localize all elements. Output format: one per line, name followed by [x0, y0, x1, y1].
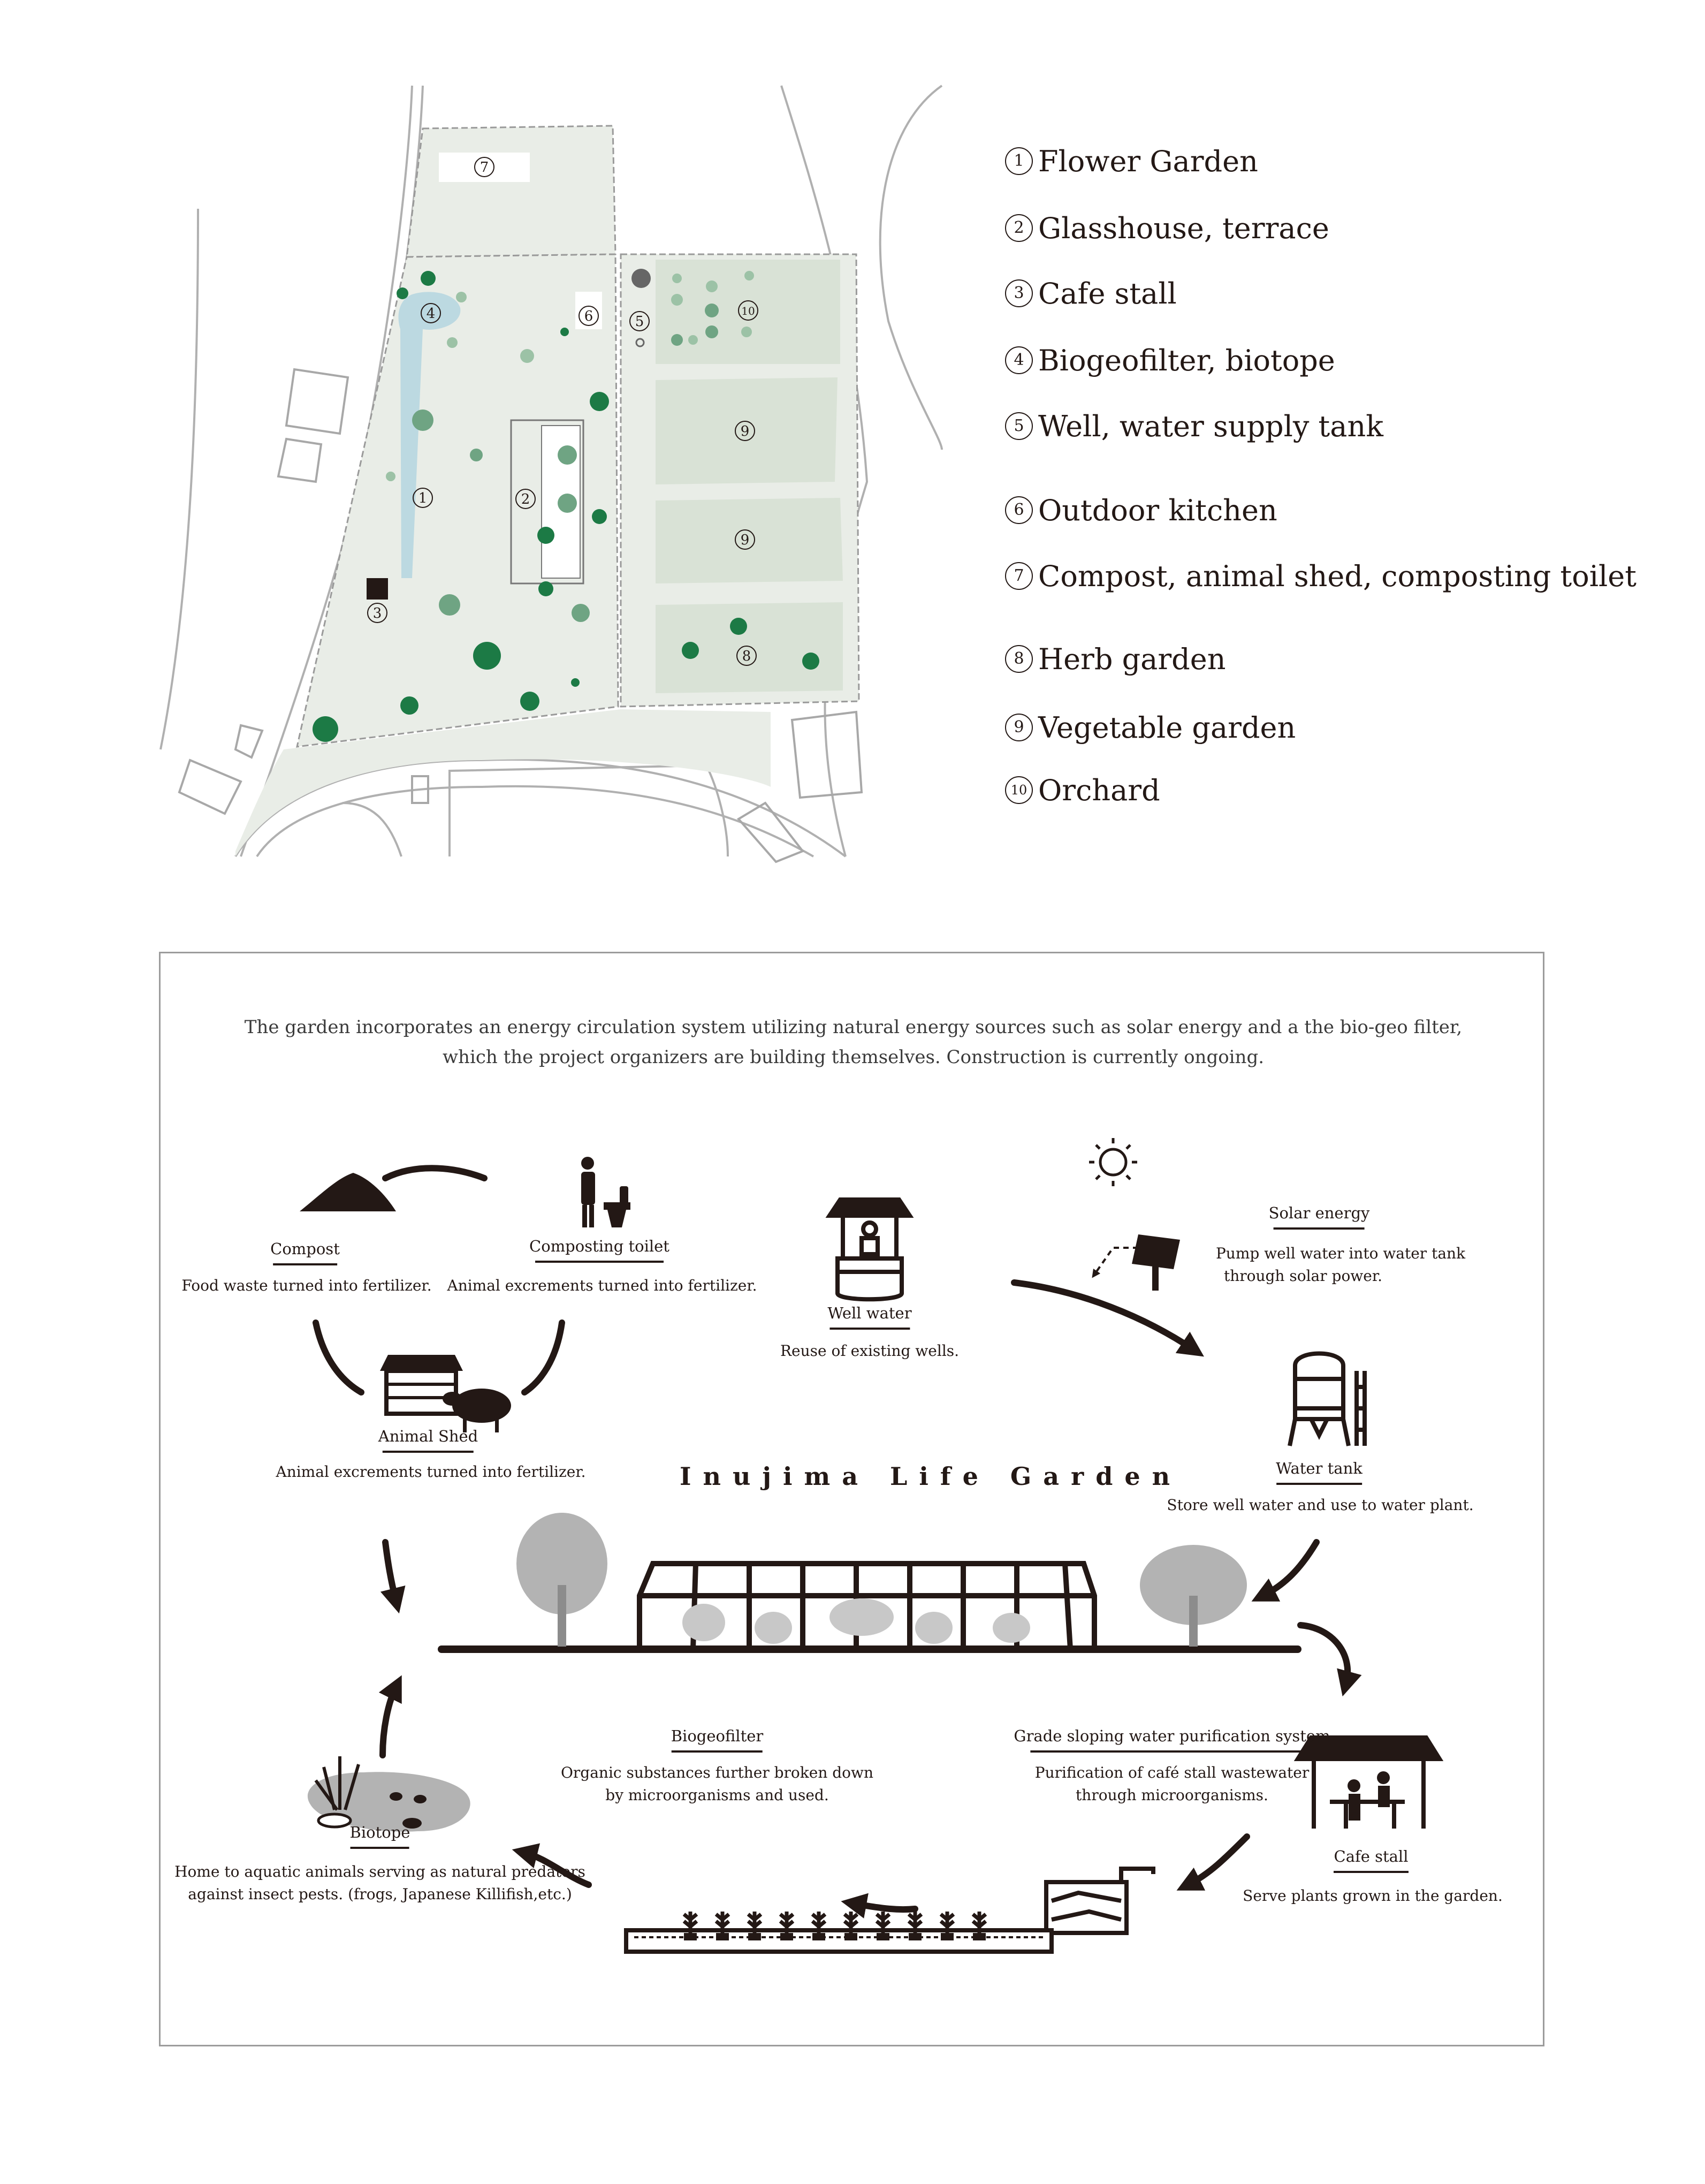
- arc-toilet-shed: [521, 1320, 565, 1396]
- water-tank-label: Water tank: [1276, 1459, 1363, 1485]
- bed-herb: [656, 602, 843, 693]
- composting-toilet-icon: [581, 1157, 630, 1227]
- well-water-label: Well water: [827, 1304, 912, 1330]
- arrow-bio-biotope: [512, 1843, 592, 1888]
- bed-vegetable-1: [656, 377, 838, 484]
- water-tank-icon: [1288, 1351, 1367, 1446]
- composting-toilet-label: Composting toilet: [529, 1237, 669, 1263]
- cafe-stall-desc: Serve plants grown in the garden.: [1243, 1887, 1503, 1905]
- grade-sloping-label: Grade sloping water purification system: [1014, 1727, 1330, 1753]
- arrow-grade-bio: [841, 1893, 918, 1918]
- map-marker-6: 6: [584, 308, 593, 324]
- arrow-garden-cafe: [1297, 1622, 1362, 1697]
- cafe-stall-label: Cafe stall: [1334, 1847, 1409, 1873]
- biogeofilter-plants: [682, 1912, 987, 1940]
- arrow-cafe-grade: [1176, 1833, 1250, 1891]
- arrow-shed-garden: [380, 1539, 406, 1614]
- purification-box-icon: [1044, 1867, 1155, 1935]
- intro-text: The garden incorporates an energy circul…: [244, 1017, 1463, 1068]
- compost-label: Compost: [270, 1240, 340, 1265]
- map-marker-5: 5: [635, 314, 644, 330]
- site-flower-garden: [296, 253, 619, 748]
- energy-cycle-panel: The garden incorporates an energy circul…: [159, 952, 1544, 2046]
- arrow-tank-garden: [1251, 1539, 1320, 1602]
- compost-desc: Food waste turned into fertilizer.: [181, 1277, 432, 1294]
- arc-compost-toilet: [382, 1165, 488, 1181]
- tank-mark: [635, 338, 645, 347]
- site-south-area: [235, 709, 771, 856]
- site-map: 7 4 6 5 10 9 1 2 9 3 8: [159, 85, 943, 863]
- map-marker-9b: 9: [741, 532, 750, 548]
- map-marker-7: 7: [480, 160, 489, 176]
- well-icon: [825, 1197, 914, 1302]
- biogeofilter-label: Biogeofilter: [671, 1727, 763, 1753]
- water-tank-desc: Store well water and use to water plant.: [1167, 1496, 1474, 1514]
- well-water-desc: Reuse of existing wells.: [780, 1342, 960, 1360]
- map-marker-9a: 9: [741, 423, 750, 439]
- sheep-icon: [443, 1389, 511, 1432]
- well-mark: [631, 269, 651, 288]
- site-upper-strip: [406, 125, 616, 258]
- solar-energy-label: Solar energy: [1269, 1204, 1369, 1230]
- tree-right-icon: [1140, 1545, 1247, 1647]
- map-marker-1: 1: [418, 490, 428, 506]
- map-marker-4: 4: [427, 306, 436, 322]
- glasshouse-plants: [682, 1598, 1030, 1644]
- outdoor-kitchen-box: [575, 292, 602, 329]
- animal-shed-icon: [380, 1355, 463, 1416]
- arc-compost-shed: [313, 1320, 364, 1396]
- arrow-biotope-garden: [378, 1675, 402, 1758]
- arrow-well-tank: [1011, 1279, 1204, 1357]
- glasshouse-icon: [637, 1561, 1097, 1650]
- bed-vegetable-2: [656, 498, 843, 583]
- biotope-icon: [307, 1756, 470, 1832]
- map-marker-2: 2: [521, 491, 530, 507]
- cafe-stall-block: [367, 578, 388, 600]
- compost-icon: [300, 1173, 396, 1211]
- map-marker-10: 10: [741, 305, 755, 317]
- cycle-diagram: [300, 1138, 1444, 1954]
- biotope-label: Biotope: [350, 1823, 410, 1849]
- animal-shed-label: Animal Shed: [378, 1427, 478, 1453]
- biotope-desc: Home to aquatic animals serving as natur…: [174, 1863, 585, 1903]
- cafe-stall-icon: [1293, 1735, 1444, 1829]
- biotope-water: [398, 292, 461, 578]
- composting-toilet-desc: Animal excrements turned into fertilizer…: [447, 1277, 757, 1294]
- sun-icon: [1089, 1138, 1137, 1186]
- solar-panel-icon: [1132, 1234, 1180, 1291]
- tree-left-icon: [516, 1513, 607, 1647]
- map-marker-8: 8: [742, 648, 751, 664]
- diagram-title: Inujima Life Garden: [680, 1462, 1182, 1491]
- animal-shed-desc: Animal excrements turned into fertilizer…: [276, 1463, 586, 1481]
- map-marker-3: 3: [373, 605, 382, 621]
- map-trees: [313, 271, 819, 742]
